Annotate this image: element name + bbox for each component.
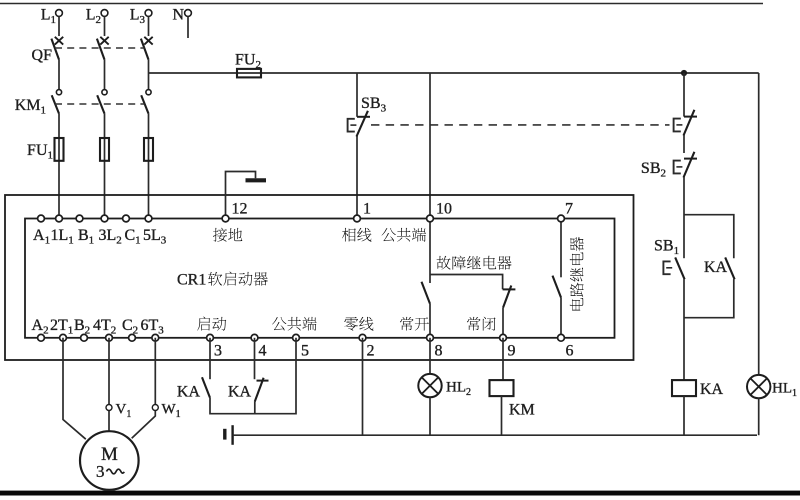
svg-text:1L1: 1L1 <box>51 227 74 247</box>
svg-text:KA: KA <box>704 259 728 276</box>
svg-text:KA: KA <box>228 384 252 401</box>
svg-text:3L2: 3L2 <box>99 227 122 247</box>
svg-text:N: N <box>172 7 184 24</box>
svg-text:9: 9 <box>508 343 516 360</box>
svg-text:4T2: 4T2 <box>93 317 116 337</box>
svg-text:2T1: 2T1 <box>50 317 73 337</box>
svg-text:KA: KA <box>177 384 201 401</box>
svg-text:KA: KA <box>700 381 724 398</box>
svg-text:3: 3 <box>96 462 105 481</box>
svg-text:M: M <box>101 444 118 465</box>
svg-text:SB2: SB2 <box>641 160 666 180</box>
svg-text:10: 10 <box>436 201 452 218</box>
svg-text:QF: QF <box>32 47 53 64</box>
svg-text:KM1: KM1 <box>15 97 46 117</box>
svg-text:7: 7 <box>565 201 573 218</box>
svg-text:5: 5 <box>301 343 309 360</box>
svg-text:KM: KM <box>509 402 535 419</box>
svg-text:3: 3 <box>214 343 222 360</box>
svg-text:4: 4 <box>259 343 267 360</box>
svg-text:1: 1 <box>363 201 371 218</box>
svg-text:12: 12 <box>232 201 248 218</box>
svg-text:HL2: HL2 <box>446 380 471 399</box>
svg-text:8: 8 <box>435 343 443 360</box>
svg-text:CR1: CR1 <box>177 272 206 289</box>
svg-text:HL1: HL1 <box>772 381 797 400</box>
svg-text:FU1: FU1 <box>27 142 53 162</box>
svg-text:6: 6 <box>566 343 574 360</box>
svg-text:SB3: SB3 <box>361 95 387 115</box>
svg-text:2: 2 <box>367 343 375 360</box>
svg-text:SB1: SB1 <box>654 238 679 258</box>
svg-text:FU2: FU2 <box>235 52 261 72</box>
